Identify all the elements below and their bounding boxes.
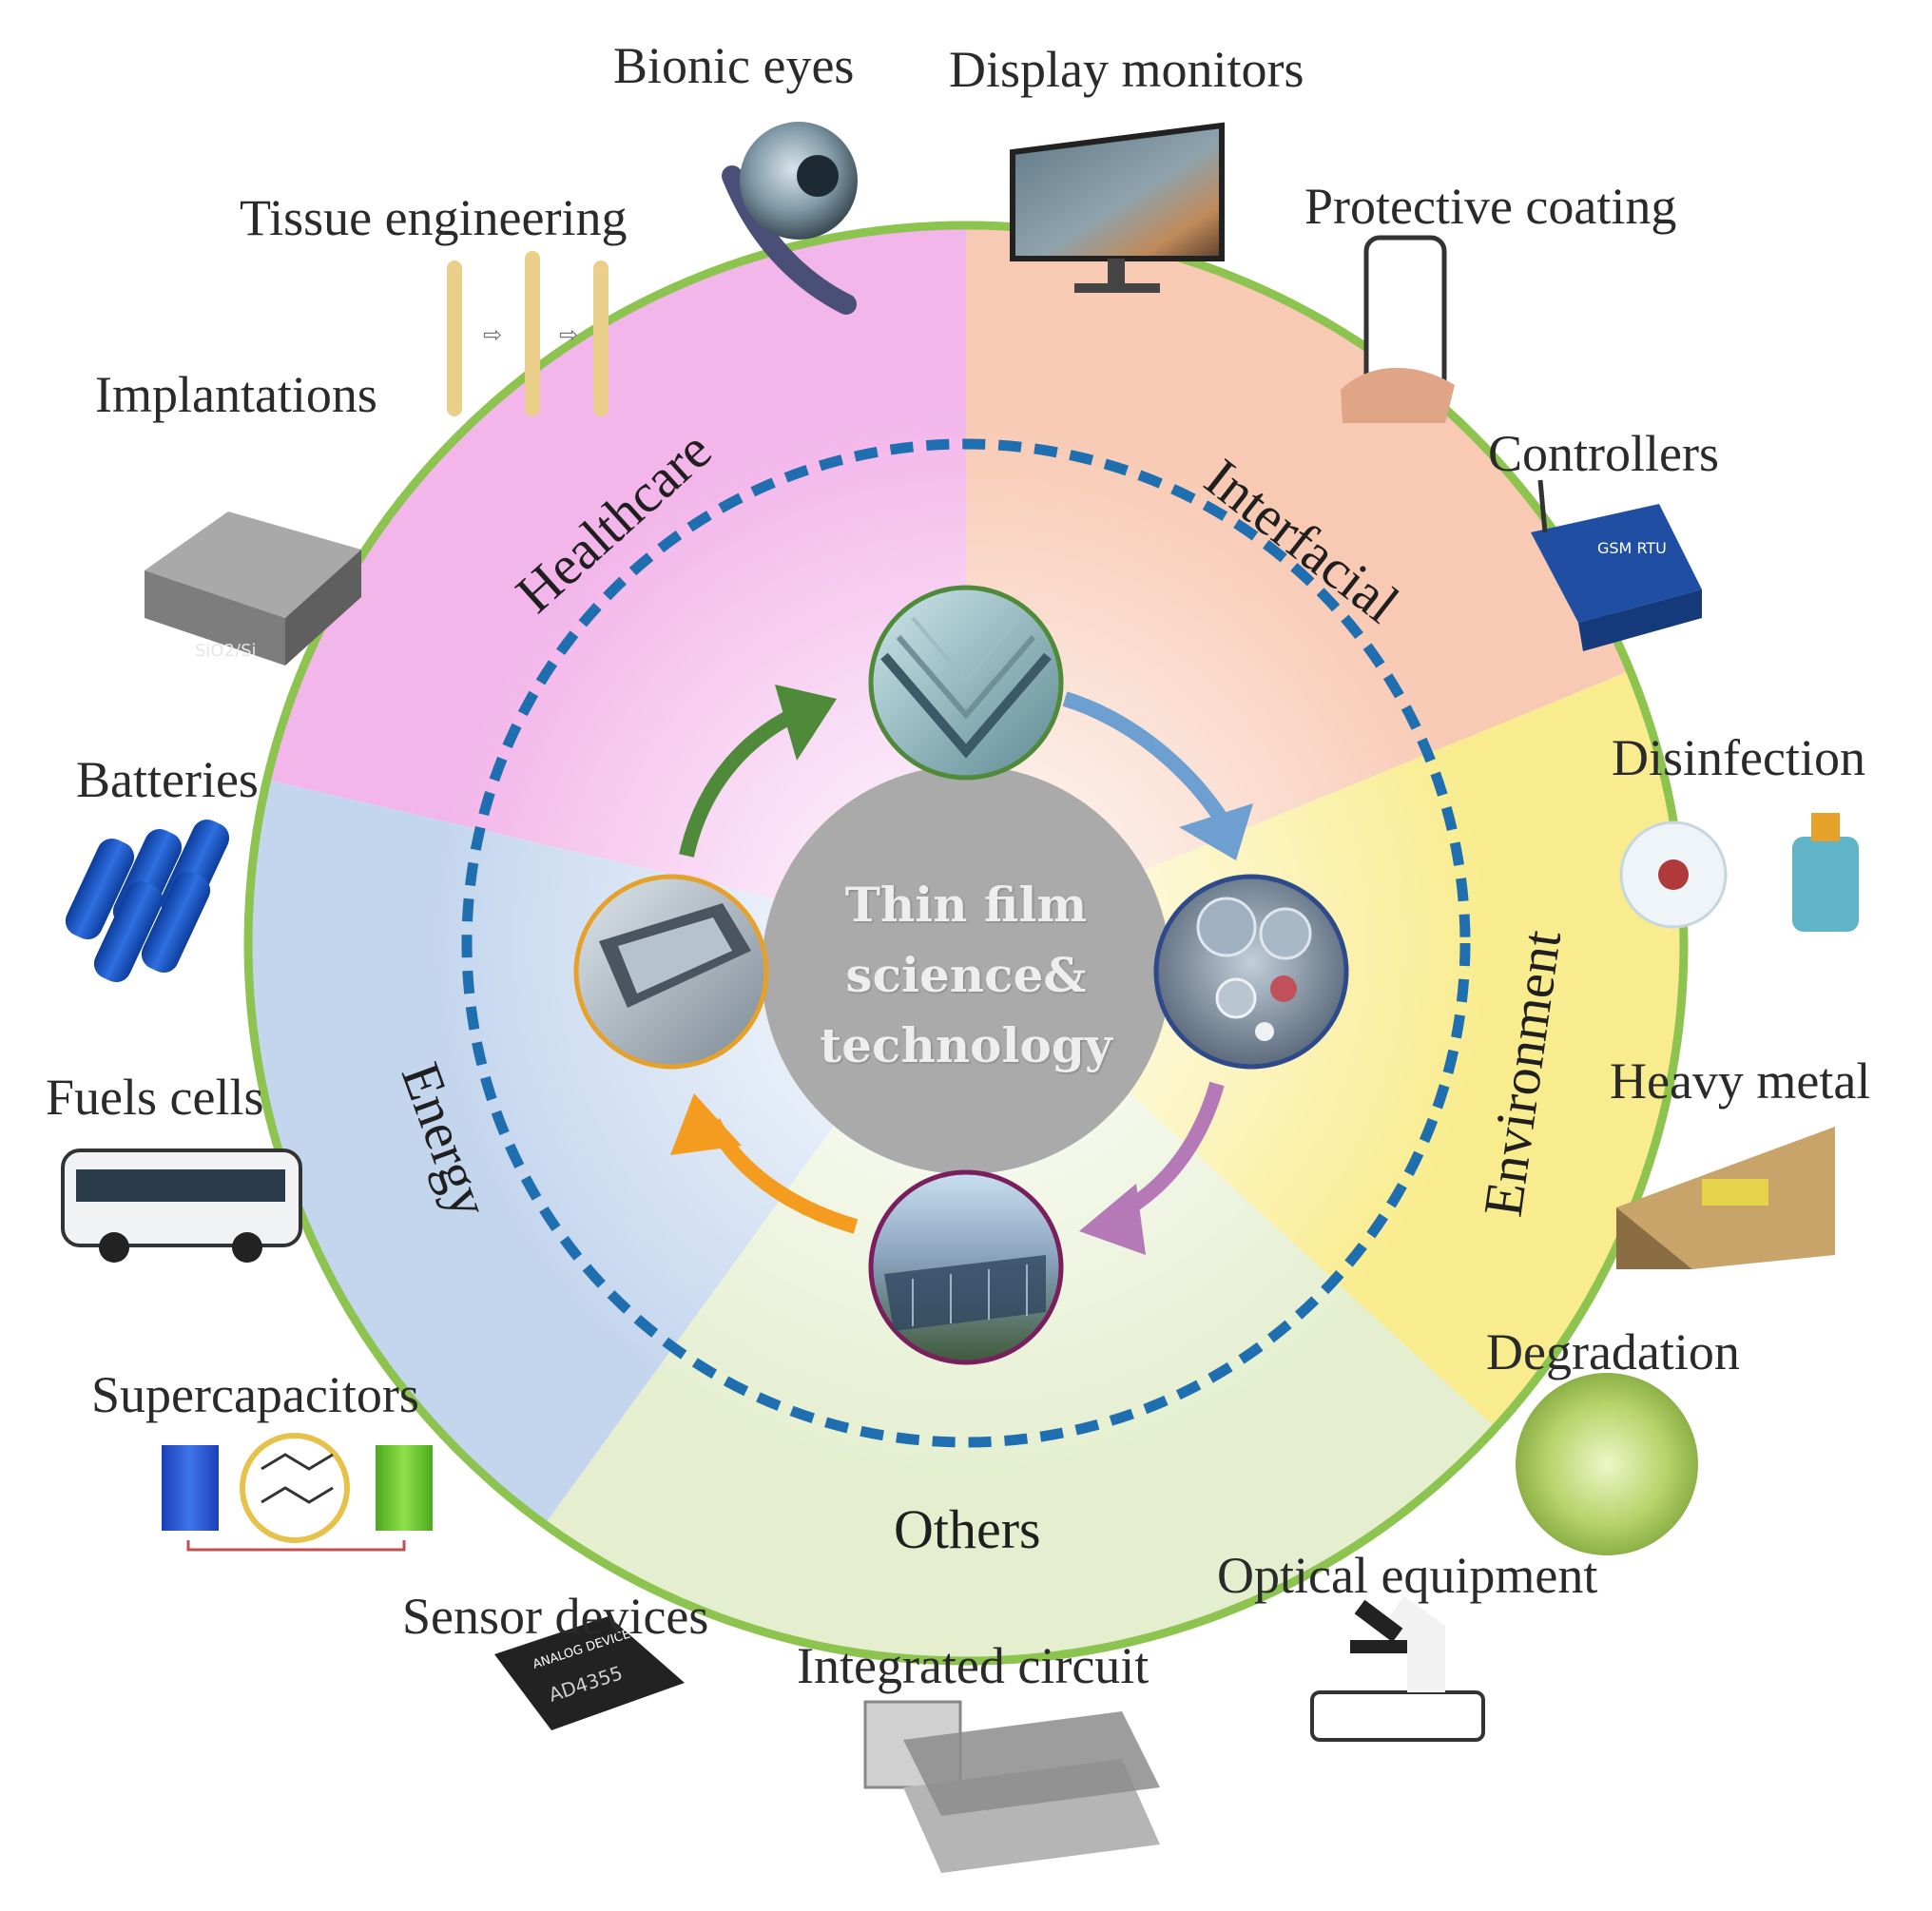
sector-label-others: Others (894, 1498, 1041, 1560)
label-protective-coating: Protective coating (1304, 178, 1677, 235)
arrow-orange-head (670, 1093, 742, 1155)
center-disc (762, 765, 1170, 1174)
arrow-green-head (775, 685, 837, 761)
integrated-circuit-illustration (863, 1700, 1160, 1873)
svg-text:⇨: ⇨ (483, 321, 502, 348)
arrow-blue (1062, 691, 1233, 832)
microscope-illustration (1310, 1595, 1485, 1742)
inner-photo-right (1153, 874, 1349, 1070)
implantation-block-illustration: SiO2/Si (145, 512, 361, 666)
tissue-bones-illustration: ⇨ ⇨ (447, 251, 609, 416)
heavy-metal-illustration (1616, 1127, 1835, 1269)
bionic-eye-illustration (722, 122, 858, 315)
inner-photo-bottom (868, 1169, 1064, 1365)
degradation-illustration (1516, 1373, 1698, 1555)
svg-text:⇨: ⇨ (559, 321, 578, 348)
cycle-arrows (670, 685, 1253, 1255)
label-fuels-cells: Fuels cells (46, 1069, 264, 1126)
protective-coating-illustration (1341, 235, 1455, 423)
arrow-purple-head (1079, 1184, 1146, 1255)
label-degradation: Degradation (1486, 1323, 1740, 1380)
dashed-ring (461, 438, 1471, 1448)
label-heavy-metal: Heavy metal (1610, 1052, 1871, 1110)
display-monitor-illustration (1010, 122, 1225, 293)
bus-illustration (61, 1149, 302, 1263)
inner-photo-top (868, 585, 1064, 781)
label-sensor-devices: Sensor devices (402, 1588, 709, 1645)
label-disinfection: Disinfection (1612, 729, 1865, 786)
label-batteries: Batteries (76, 751, 259, 808)
supercapacitor-illustration (162, 1433, 433, 1552)
disinfection-illustration (1619, 813, 1859, 932)
outer-ring (243, 221, 1689, 1666)
label-controllers: Controllers (1488, 425, 1719, 482)
label-bionic-eyes: Bionic eyes (613, 37, 855, 94)
implant-substrate-text: SiO2/Si (195, 641, 257, 661)
center-title-line-1: Thin film (844, 877, 1088, 933)
center-title-line-2: science& (845, 947, 1087, 1003)
label-display-monitors: Display monitors (949, 41, 1304, 98)
inner-photo-left (573, 874, 769, 1070)
controller-device-illustration: GSM RTU (1531, 479, 1702, 651)
center-title: Thin film science& technology (787, 870, 1145, 1081)
controller-brand-text: GSM RTU (1597, 539, 1667, 557)
label-integrated-circuit: Integrated circuit (797, 1637, 1150, 1694)
batteries-illustration (65, 819, 230, 983)
label-supercapacitors: Supercapacitors (91, 1366, 419, 1423)
label-optical-equipment: Optical equipment (1217, 1547, 1598, 1604)
label-implantations: Implantations (95, 366, 377, 423)
center-title-line-3: technology (820, 1017, 1112, 1073)
label-tissue-engineering: Tissue engineering (240, 189, 628, 246)
arrow-blue-head (1179, 803, 1253, 860)
